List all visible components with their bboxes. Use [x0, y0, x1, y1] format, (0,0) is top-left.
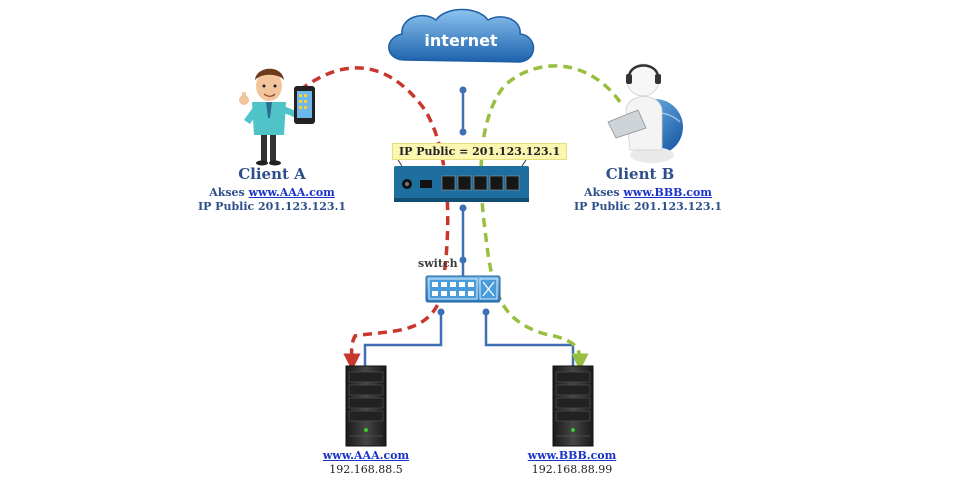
- client-a-access: Akses www.AAA.com: [190, 186, 354, 199]
- link-node: [437, 308, 445, 316]
- router-ethernet-ports: [441, 175, 520, 191]
- link-switch-server-a: [363, 310, 443, 366]
- link-node: [459, 204, 467, 212]
- server-b-url[interactable]: www.BBB.com: [527, 449, 617, 462]
- client-a-access-prefix: Akses: [209, 186, 249, 199]
- client-b-ip: IP Public 201.123.123.1: [573, 200, 723, 213]
- server-a-url[interactable]: www.AAA.com: [322, 449, 410, 462]
- server-a: [345, 365, 387, 447]
- router-device: [394, 159, 529, 202]
- client-b-access-link[interactable]: www.BBB.com: [623, 186, 712, 199]
- traffic-path-client-a: [298, 66, 450, 371]
- client-b-access: Akses www.BBB.com: [566, 186, 730, 199]
- switch-label: switch: [418, 257, 458, 270]
- client-b-name: Client B: [605, 165, 675, 183]
- client-a-access-link[interactable]: www.AAA.com: [248, 186, 335, 199]
- internet-cloud: internet: [388, 8, 535, 63]
- link-node: [459, 256, 467, 264]
- server-b: [552, 365, 594, 447]
- link-node: [459, 128, 467, 136]
- server-b-ip: 192.168.88.99: [531, 463, 613, 476]
- client-a-ip: IP Public 201.123.123.1: [197, 200, 347, 213]
- client-b-figure: [607, 63, 683, 163]
- laptop-icon: [607, 109, 647, 139]
- traffic-path-client-b: [479, 64, 622, 371]
- client-a-figure: [239, 68, 315, 166]
- switch-device: [425, 275, 501, 303]
- link-node: [459, 86, 467, 94]
- network-links: [363, 86, 575, 366]
- server-a-ip: 192.168.88.5: [329, 463, 403, 476]
- internet-label: internet: [424, 31, 498, 50]
- link-node: [482, 308, 490, 316]
- client-b-access-prefix: Akses: [584, 186, 624, 199]
- client-a-name: Client A: [238, 165, 306, 183]
- router-ip-label: IP Public = 201.123.123.1: [392, 143, 568, 160]
- router-power-jack: [402, 179, 412, 189]
